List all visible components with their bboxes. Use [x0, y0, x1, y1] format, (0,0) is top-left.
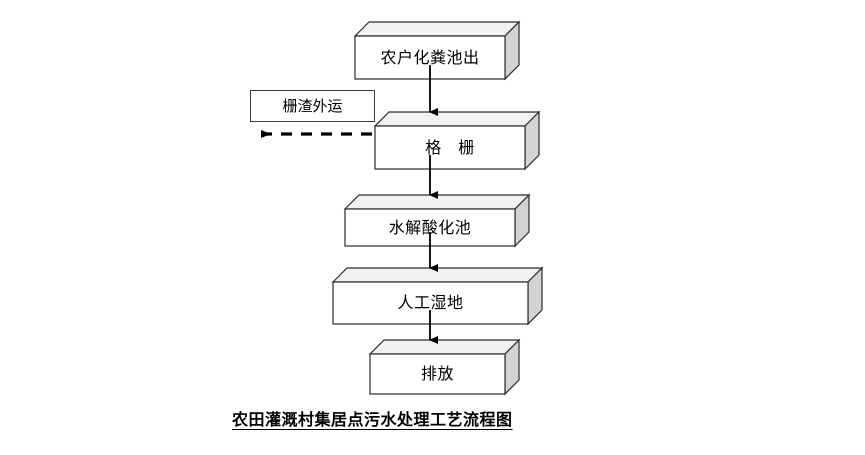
node-label: 栅渣外运 [282, 96, 343, 115]
node-grid-residue-transport[interactable]: 栅渣外运 [250, 90, 375, 122]
cuboid-front-face [369, 353, 506, 395]
cuboid-front-face [374, 125, 526, 170]
diagram-caption: 农田灌溉村集居点污水处理工艺流程图 [232, 410, 513, 429]
node-discharge[interactable]: 排放 [368, 338, 521, 396]
cuboid-front-face [332, 281, 529, 325]
node-constructed-wetland[interactable]: 人工湿地 [331, 266, 544, 326]
